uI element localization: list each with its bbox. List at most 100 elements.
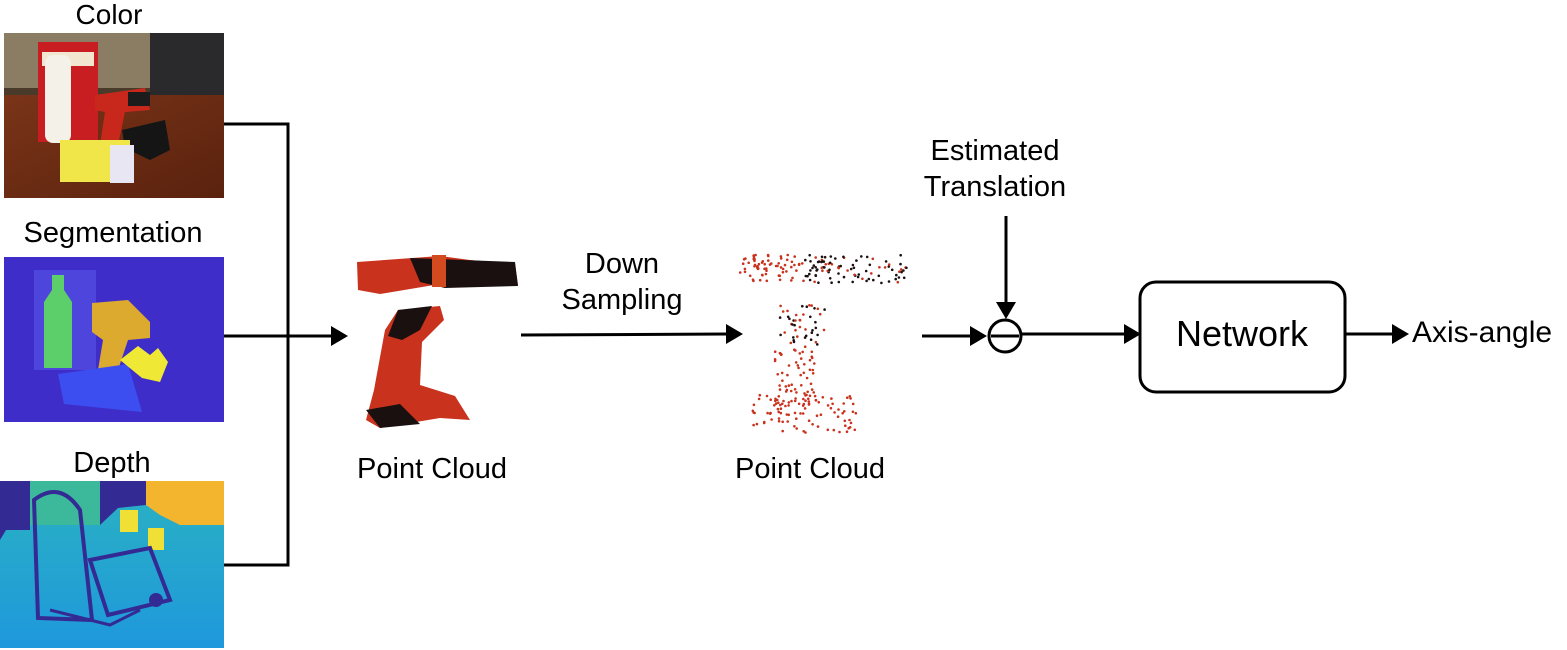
- sparse-cloud-point: [890, 268, 894, 272]
- sparse-cloud-point: [797, 263, 801, 267]
- sparse-cloud-point: [781, 379, 784, 383]
- sparse-cloud-point: [814, 256, 817, 259]
- sparse-cloud-point: [763, 262, 766, 266]
- sparse-cloud-point: [795, 427, 798, 430]
- sparse-cloud-point: [905, 266, 908, 270]
- sparse-cloud-point: [778, 384, 781, 387]
- sparse-cloud-point: [894, 277, 897, 281]
- sparse-cloud-point: [803, 345, 807, 349]
- sparse-cloud-point: [792, 340, 796, 344]
- sparse-cloud-point: [816, 260, 820, 264]
- sparse-cloud-point: [798, 352, 802, 355]
- sparse-cloud-point: [779, 353, 783, 357]
- sparse-cloud-point: [803, 336, 807, 339]
- sparse-cloud-point: [822, 328, 826, 332]
- sparse-cloud-point: [743, 267, 747, 271]
- sparse-cloud-point: [779, 255, 783, 258]
- sparse-cloud-point: [826, 404, 830, 407]
- sparse-cloud-point: [778, 278, 782, 282]
- sparse-cloud-point: [814, 326, 818, 330]
- sparse-cloud-point: [816, 333, 819, 337]
- sparse-cloud-point: [814, 274, 817, 277]
- sparse-cloud-point: [832, 428, 836, 432]
- sparse-cloud-point: [810, 331, 814, 335]
- sparse-cloud-point: [808, 272, 811, 276]
- sparse-cloud-point: [865, 255, 869, 259]
- sparse-cloud-point: [777, 395, 781, 398]
- sparse-cloud-point: [764, 272, 768, 276]
- sparse-cloud-point: [849, 421, 853, 425]
- sparse-cloud-point: [787, 384, 791, 387]
- sparse-cloud-point: [792, 336, 795, 339]
- sparse-cloud-point: [802, 397, 805, 401]
- sparse-cloud-point: [773, 359, 777, 363]
- circle-minus-icon: [987, 318, 1023, 354]
- sparse-cloud-point: [814, 320, 817, 324]
- sparse-cloud-point: [807, 397, 810, 401]
- sparse-point-cloud-image: [738, 253, 908, 434]
- sparse-cloud-point: [768, 263, 772, 266]
- down-sampling-arrowhead: [726, 324, 743, 344]
- sparse-cloud-point: [817, 400, 820, 404]
- sparse-cloud-point: [848, 395, 852, 398]
- sparse-cloud-point: [806, 390, 809, 394]
- sparse-cloud-point: [790, 399, 793, 403]
- sparse-cloud-point: [752, 255, 756, 259]
- sparse-cloud-point: [845, 430, 849, 434]
- input-arrowhead: [331, 326, 348, 346]
- sparse-cloud-point: [790, 279, 793, 282]
- depth-label: Depth: [73, 447, 151, 479]
- sparse-cloud-point: [895, 273, 898, 277]
- sparse-cloud-point: [776, 264, 779, 268]
- point-cloud-label: Point Cloud: [357, 453, 507, 485]
- sparse-cloud-point: [760, 273, 764, 277]
- sparse-cloud-point: [801, 304, 804, 308]
- sparse-cloud-point: [743, 270, 747, 274]
- sparse-cloud-point: [798, 318, 802, 322]
- sparse-cloud-point: [821, 269, 824, 273]
- sparse-cloud-point: [830, 281, 833, 285]
- sparse-cloud-point: [785, 388, 789, 392]
- sparse-cloud-point: [802, 279, 805, 283]
- sparse-cloud-point: [814, 399, 818, 402]
- sparse-cloud-point: [769, 411, 772, 415]
- sparse-cloud-point: [752, 403, 756, 407]
- sparse-cloud-point: [787, 401, 791, 404]
- sparse-cloud-point: [797, 366, 800, 370]
- sparse-cloud-point: [794, 328, 797, 332]
- sparse-cloud-point: [884, 260, 888, 263]
- sparse-cloud-point: [779, 304, 782, 308]
- sparse-cloud-point: [795, 391, 798, 394]
- sparse-cloud-point: [786, 309, 789, 313]
- sparse-cloud-point: [860, 255, 863, 258]
- sparse-cloud-point: [851, 410, 855, 414]
- sparse-cloud-point: [807, 419, 811, 423]
- sparse-cloud-point: [783, 263, 787, 267]
- sparse-cloud-point: [793, 263, 796, 267]
- sparse-cloud-point: [744, 257, 747, 260]
- sparse-cloud-point: [757, 262, 761, 266]
- sparse-cloud-point: [801, 262, 804, 265]
- color-image: [4, 33, 224, 198]
- sparse-cloud-point: [814, 266, 817, 269]
- sparse-cloud-point: [829, 255, 833, 258]
- sparse-cloud-point: [793, 348, 796, 352]
- estimated-translation-line1: Estimated: [930, 135, 1060, 167]
- sparse-cloud-point: [810, 304, 813, 307]
- sparse-cloud-point: [820, 266, 824, 270]
- sparse-cloud-point: [808, 304, 811, 307]
- sparse-cloud-point: [779, 333, 782, 337]
- sparse-cloud-point: [762, 421, 766, 425]
- cloud-to-subtract-arrowhead: [970, 326, 987, 346]
- sparse-cloud-point: [900, 270, 903, 274]
- sparse-cloud-point: [824, 263, 827, 266]
- sparse-cloud-point: [848, 418, 851, 422]
- sparse-cloud-point: [810, 388, 814, 391]
- sparse-cloud-point: [823, 255, 827, 259]
- sparse-cloud-point: [804, 274, 808, 278]
- sparse-cloud-point: [852, 266, 856, 270]
- sparse-cloud-point: [774, 397, 777, 401]
- sparse-cloud-point: [836, 415, 840, 419]
- sparse-cloud-point: [899, 268, 903, 271]
